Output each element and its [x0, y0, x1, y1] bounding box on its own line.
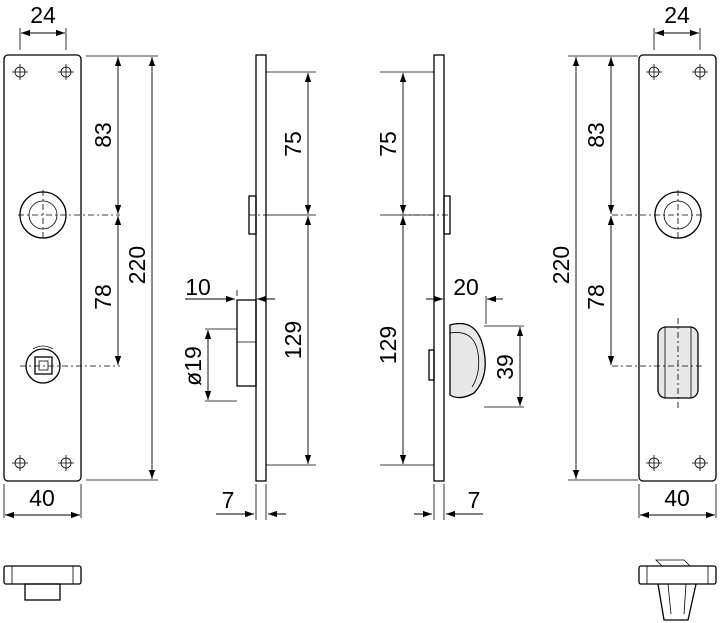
dim-diameter: ø19 — [180, 346, 206, 386]
screw-hole — [692, 64, 708, 80]
cylinder-hole — [18, 190, 120, 240]
emergency-release — [20, 345, 120, 384]
cylinder-hole — [612, 190, 702, 240]
plate-outline — [3, 54, 82, 482]
screw-hole — [58, 455, 74, 471]
dim-height-78: 78 — [90, 284, 116, 310]
dim-height-75: 75 — [280, 131, 306, 157]
dim-width-top: 24 — [30, 2, 56, 28]
dim-thickness: 7 — [222, 487, 235, 513]
screw-hole — [692, 455, 708, 471]
dim-thickness: 7 — [468, 487, 481, 513]
view-left-front-plate: 24 83 78 220 40 — [3, 2, 158, 519]
section-view-left — [3, 565, 82, 601]
view-side-right: 75 129 20 39 7 — [375, 54, 524, 520]
dim-height-75: 75 — [375, 131, 401, 157]
view-right-front-plate: 24 83 78 220 40 — [548, 2, 717, 519]
screw-hole — [646, 64, 662, 80]
plate-outline — [638, 54, 717, 482]
section-view-right — [638, 559, 717, 621]
dim-20: 20 — [453, 274, 479, 300]
dim-height-78: 78 — [583, 284, 609, 310]
plate-side — [255, 54, 267, 482]
dim-height-39: 39 — [492, 354, 518, 380]
screw-hole — [12, 455, 28, 471]
dim-height-129: 129 — [375, 326, 401, 364]
dim-height-83: 83 — [90, 122, 116, 148]
screw-hole — [646, 455, 662, 471]
screw-hole — [58, 64, 74, 80]
screw-hole — [12, 64, 28, 80]
turn-knob — [449, 322, 486, 399]
dim-width-bottom: 40 — [664, 485, 690, 511]
dim-height-220: 220 — [124, 246, 150, 284]
plate-side — [433, 54, 445, 482]
turn-knob — [612, 318, 704, 408]
dim-height-129: 129 — [280, 321, 306, 359]
dim-height-220: 220 — [548, 246, 574, 284]
dim-width-bottom: 40 — [29, 485, 55, 511]
dim-height-83: 83 — [583, 122, 609, 148]
dim-10: 10 — [185, 274, 211, 300]
dim-width-top: 24 — [664, 2, 690, 28]
view-side-left: 75 129 10 ø19 7 — [180, 54, 316, 520]
